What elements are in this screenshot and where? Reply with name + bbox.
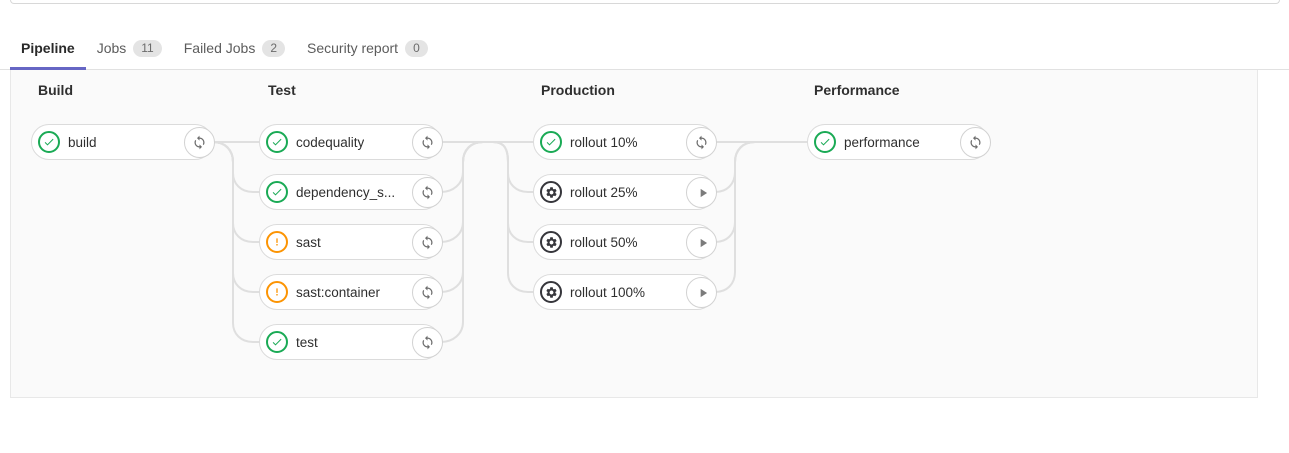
job-pill-rollout-50[interactable]: rollout 50% <box>533 224 717 260</box>
play-button[interactable] <box>686 227 717 258</box>
stage-header-build: Build <box>38 82 73 98</box>
check-circle-icon <box>38 131 60 153</box>
stage-header-production: Production <box>541 82 615 98</box>
retry-button[interactable] <box>412 177 443 208</box>
pipeline-tabs: Pipeline Jobs 11 Failed Jobs 2 Security … <box>0 27 1289 70</box>
pipeline-graph: Build Test Production Performance build … <box>10 70 1258 398</box>
job-pill-test[interactable]: test <box>259 324 443 360</box>
retry-button[interactable] <box>412 277 443 308</box>
job-label: sast <box>296 234 321 250</box>
tab-jobs-count-badge: 11 <box>133 39 162 57</box>
job-pill-codequality[interactable]: codequality <box>259 124 443 160</box>
pipeline-info-box-bottom-edge <box>10 0 1280 4</box>
tab-pipeline-label: Pipeline <box>21 40 75 56</box>
stage-header-performance: Performance <box>814 82 900 98</box>
tab-failed-jobs[interactable]: Failed Jobs 2 <box>173 27 296 69</box>
job-pill-build[interactable]: build <box>31 124 215 160</box>
check-circle-icon <box>814 131 836 153</box>
job-pill-rollout-100[interactable]: rollout 100% <box>533 274 717 310</box>
job-label: sast:container <box>296 284 381 300</box>
check-circle-icon <box>266 131 288 153</box>
tab-security-report-count-badge: 0 <box>405 39 428 57</box>
tab-jobs[interactable]: Jobs 11 <box>86 27 173 69</box>
retry-button[interactable] <box>412 127 443 158</box>
gear-circle-icon <box>540 281 562 303</box>
job-label: codequality <box>296 134 365 150</box>
job-label: dependency_s... <box>296 184 396 200</box>
job-label: performance <box>844 134 920 150</box>
check-circle-icon <box>266 181 288 203</box>
job-pill-performance[interactable]: performance <box>807 124 991 160</box>
tab-security-report[interactable]: Security report 0 <box>296 27 439 69</box>
retry-button[interactable] <box>184 127 215 158</box>
job-pill-dependency-scanning[interactable]: dependency_s... <box>259 174 443 210</box>
check-circle-icon <box>266 331 288 353</box>
gear-circle-icon <box>540 231 562 253</box>
gear-circle-icon <box>540 181 562 203</box>
retry-button[interactable] <box>412 227 443 258</box>
check-circle-icon <box>540 131 562 153</box>
stage-header-test: Test <box>268 82 296 98</box>
job-pill-rollout-10[interactable]: rollout 10% <box>533 124 717 160</box>
play-button[interactable] <box>686 177 717 208</box>
job-label: rollout 50% <box>570 234 638 250</box>
job-label: test <box>296 334 318 350</box>
tab-failed-jobs-label: Failed Jobs <box>183 40 256 56</box>
retry-button[interactable] <box>686 127 717 158</box>
retry-button[interactable] <box>412 327 443 358</box>
tab-pipeline[interactable]: Pipeline <box>10 27 86 70</box>
job-label: rollout 25% <box>570 184 638 200</box>
job-pill-sast[interactable]: sast <box>259 224 443 260</box>
job-pill-sast-container[interactable]: sast:container <box>259 274 443 310</box>
play-button[interactable] <box>686 277 717 308</box>
tab-failed-jobs-count-badge: 2 <box>262 39 286 57</box>
exclamation-circle-icon <box>266 231 288 253</box>
job-label: rollout 100% <box>570 284 646 300</box>
tab-security-report-label: Security report <box>307 40 399 56</box>
retry-button[interactable] <box>960 127 991 158</box>
job-label: build <box>68 134 97 150</box>
tab-jobs-label: Jobs <box>96 40 127 56</box>
job-label: rollout 10% <box>570 134 638 150</box>
pipeline-connector-lines <box>212 141 807 343</box>
exclamation-circle-icon <box>266 281 288 303</box>
job-pill-rollout-25[interactable]: rollout 25% <box>533 174 717 210</box>
